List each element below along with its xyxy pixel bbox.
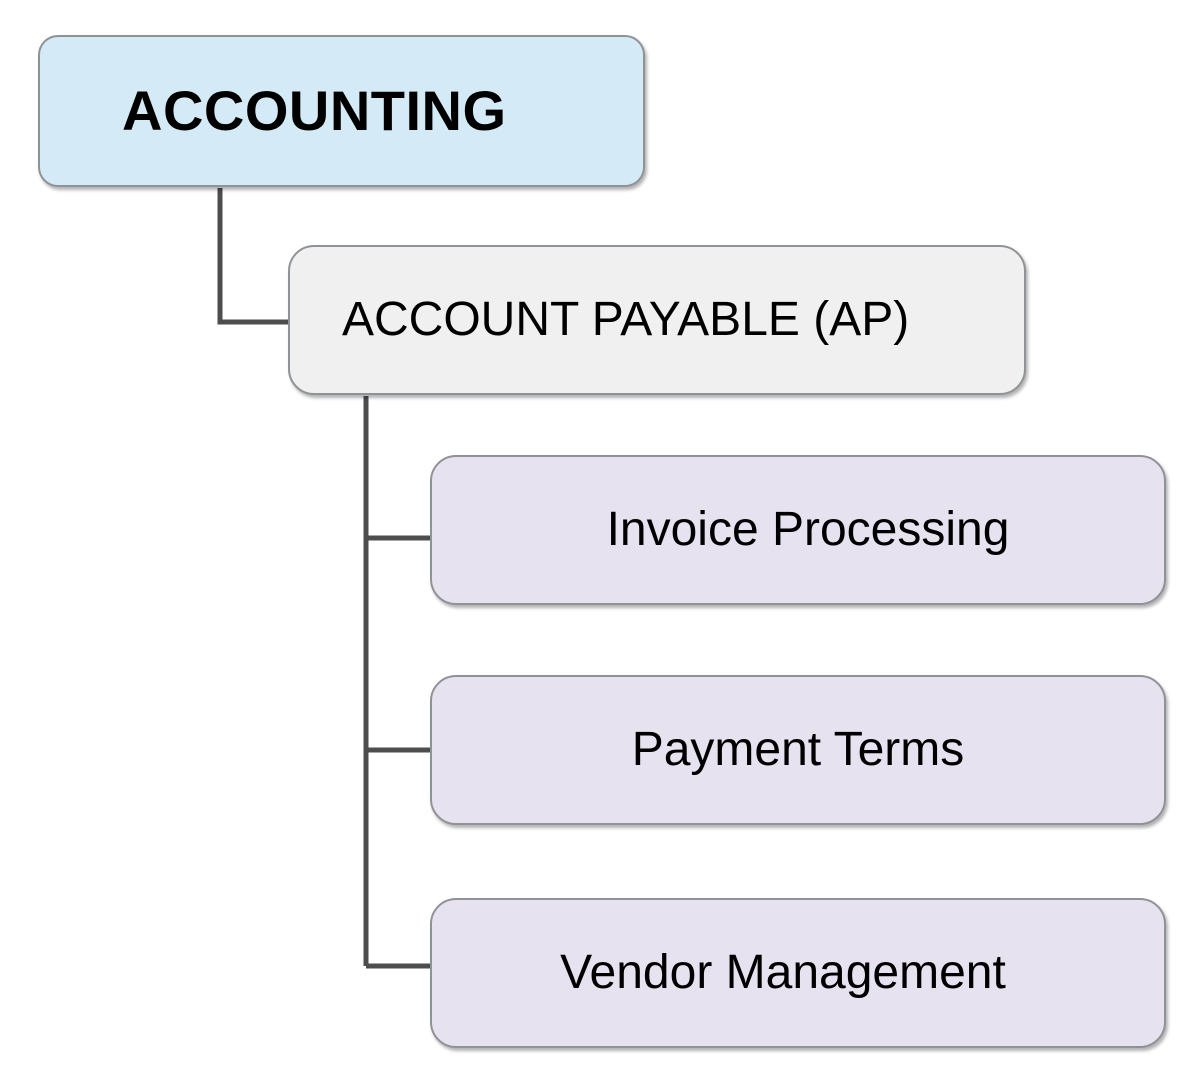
- node-account-payable[interactable]: ACCOUNT PAYABLE (AP): [288, 245, 1026, 395]
- node-account-payable-label: ACCOUNT PAYABLE (AP): [342, 292, 910, 346]
- node-accounting-label: ACCOUNTING: [122, 79, 507, 143]
- node-vendor-management-label: Vendor Management: [560, 945, 1006, 999]
- node-payment-terms-label: Payment Terms: [631, 722, 965, 776]
- node-invoice-processing[interactable]: Invoice Processing: [430, 455, 1166, 605]
- node-invoice-processing-label: Invoice Processing: [606, 502, 1010, 556]
- node-accounting[interactable]: ACCOUNTING: [38, 35, 645, 187]
- connector-root-to-branch: [217, 188, 292, 325]
- node-vendor-management[interactable]: Vendor Management: [430, 898, 1166, 1048]
- node-payment-terms[interactable]: Payment Terms: [430, 675, 1166, 825]
